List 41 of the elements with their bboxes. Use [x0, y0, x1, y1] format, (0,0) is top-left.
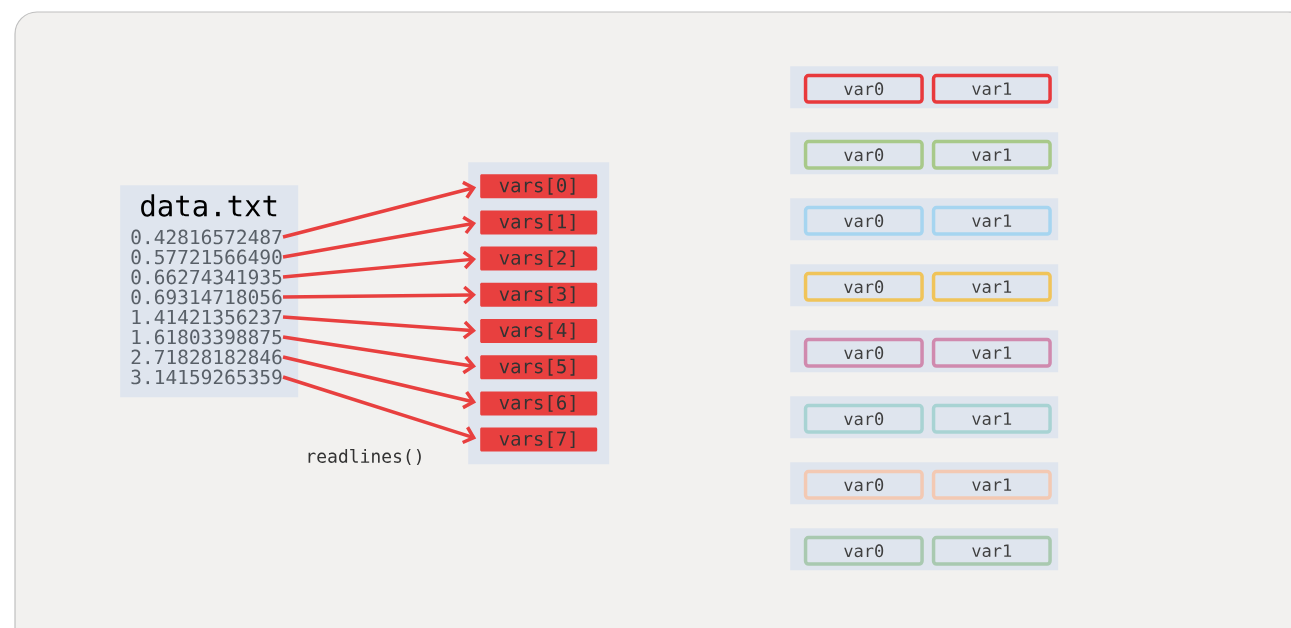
variable-box: var0: [803, 337, 924, 368]
variable-box: var1: [931, 469, 1052, 500]
list-item-box: vars[3]: [480, 282, 598, 307]
variable-box: var0: [803, 535, 924, 566]
variable-box: var1: [931, 337, 1052, 368]
arrow: [282, 375, 477, 445]
list-item-box: vars[1]: [480, 210, 598, 235]
arrow: [282, 180, 477, 239]
variable-box: var0: [803, 403, 924, 434]
function-label: readlines(): [308, 448, 421, 466]
variable-box: var0: [803, 271, 924, 302]
variable-box: var0: [803, 205, 924, 236]
variable-box: var0: [803, 73, 924, 104]
arrow: [282, 215, 477, 259]
value-text: 1.41421356237: [132, 309, 282, 325]
list-item-box: vars[5]: [480, 355, 598, 380]
variable-box: var1: [931, 73, 1052, 104]
variable-box: var1: [931, 403, 1052, 434]
variable-box: var1: [931, 271, 1052, 302]
list-item-box: vars[2]: [480, 246, 598, 271]
variable-box: var1: [931, 205, 1052, 236]
arrow: [282, 355, 477, 410]
list-item-box: vars[0]: [480, 174, 598, 199]
list-item-box: vars[7]: [480, 427, 598, 452]
arrow: [283, 285, 476, 305]
variable-box: var0: [803, 139, 924, 170]
value-text: 2.71828182846: [131, 349, 282, 365]
variable-box: var0: [803, 469, 924, 500]
variable-box: var1: [931, 535, 1052, 566]
value-text: 0.69314718056: [131, 289, 282, 305]
list-item-box: vars[6]: [480, 391, 598, 416]
list-item-box: vars[4]: [480, 319, 598, 343]
variable-box: var1: [931, 139, 1052, 170]
value-text: 0.66274341935: [131, 269, 282, 285]
value-text: 3.14159265359: [131, 369, 282, 385]
value-text: 0.57721566490: [131, 249, 282, 265]
arrow: [282, 250, 477, 279]
value-text: 0.42816572487: [131, 229, 282, 245]
arrow: [282, 315, 476, 340]
value-text: 1.61803398875: [132, 329, 282, 345]
arrow: [282, 335, 477, 375]
